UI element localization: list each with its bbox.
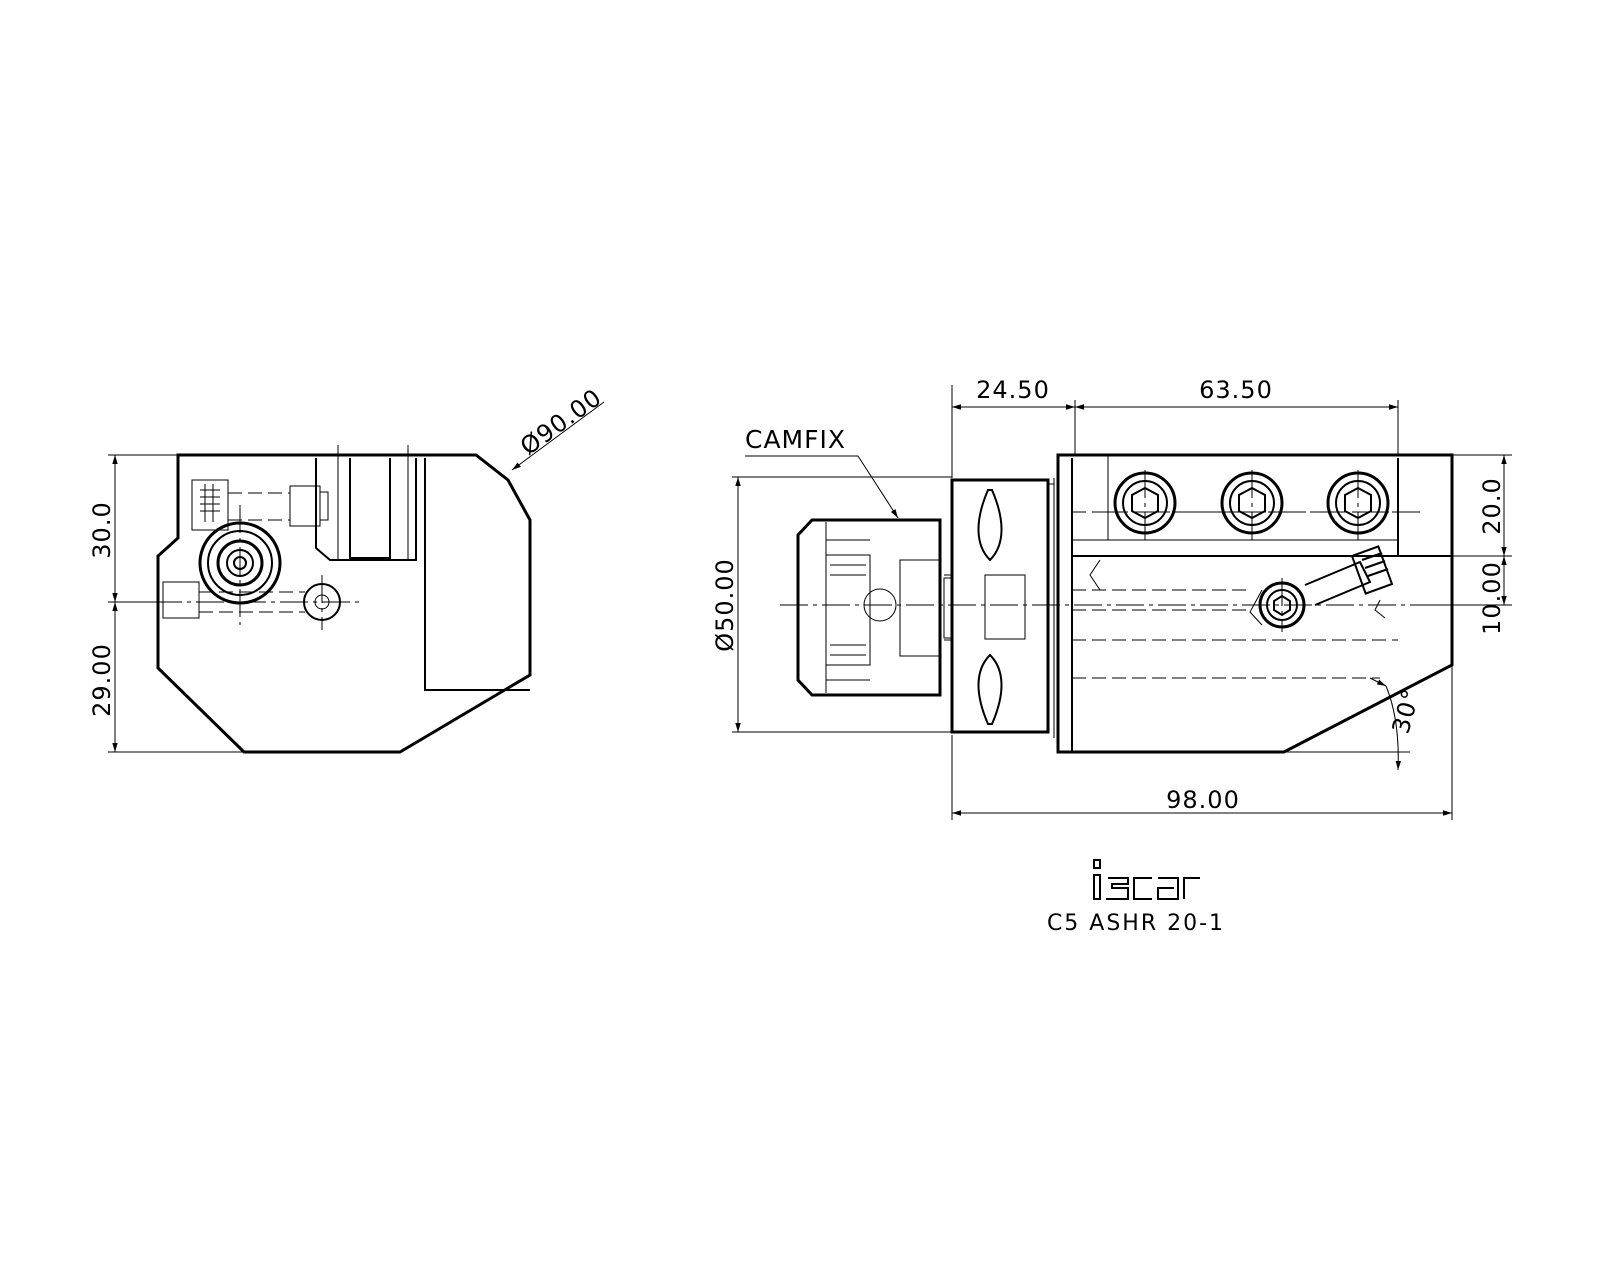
left-slot [315,458,417,561]
iscar-logo [1093,859,1200,900]
dim-diameter-50: Ø50.00 [711,558,739,652]
left-upper-pocket [191,479,229,531]
model-number: C5 ASHR 20-1 [1047,911,1225,936]
dim-10-00: 10.00 [1478,561,1506,635]
left-dim-diameter: Ø90.00 [515,383,607,461]
left-dim-bottom: 29.00 [88,643,116,717]
left-inner-block [424,458,530,691]
camfix-leader [745,455,899,519]
coolant-fitting [1304,545,1394,619]
dim-20-0: 20.0 [1478,477,1506,534]
left-diameter-leader [511,401,605,471]
main-body [1056,453,1454,754]
left-dim-top: 30.0 [88,501,116,558]
camfix-shank [796,518,942,697]
left-view: Ø90.00 30.0 29.00 [88,383,607,754]
right-view: 24.50 63.50 CAMFIX Ø50.00 20.0 10.00 30°… [711,376,1512,820]
dim-98-00: 98.00 [1166,786,1240,814]
left-hatch [200,484,220,522]
dim-63-50: 63.50 [1199,376,1273,404]
left-body-outline [156,453,532,754]
camfix-label: CAMFIX [745,425,846,454]
dim-24-50: 24.50 [976,376,1050,404]
flange-key-top [977,489,1003,562]
flange-key-bottom [977,653,1003,725]
dim-angle-30: 30° [1387,685,1426,736]
brand-block: C5 ASHR 20-1 [1047,859,1225,936]
